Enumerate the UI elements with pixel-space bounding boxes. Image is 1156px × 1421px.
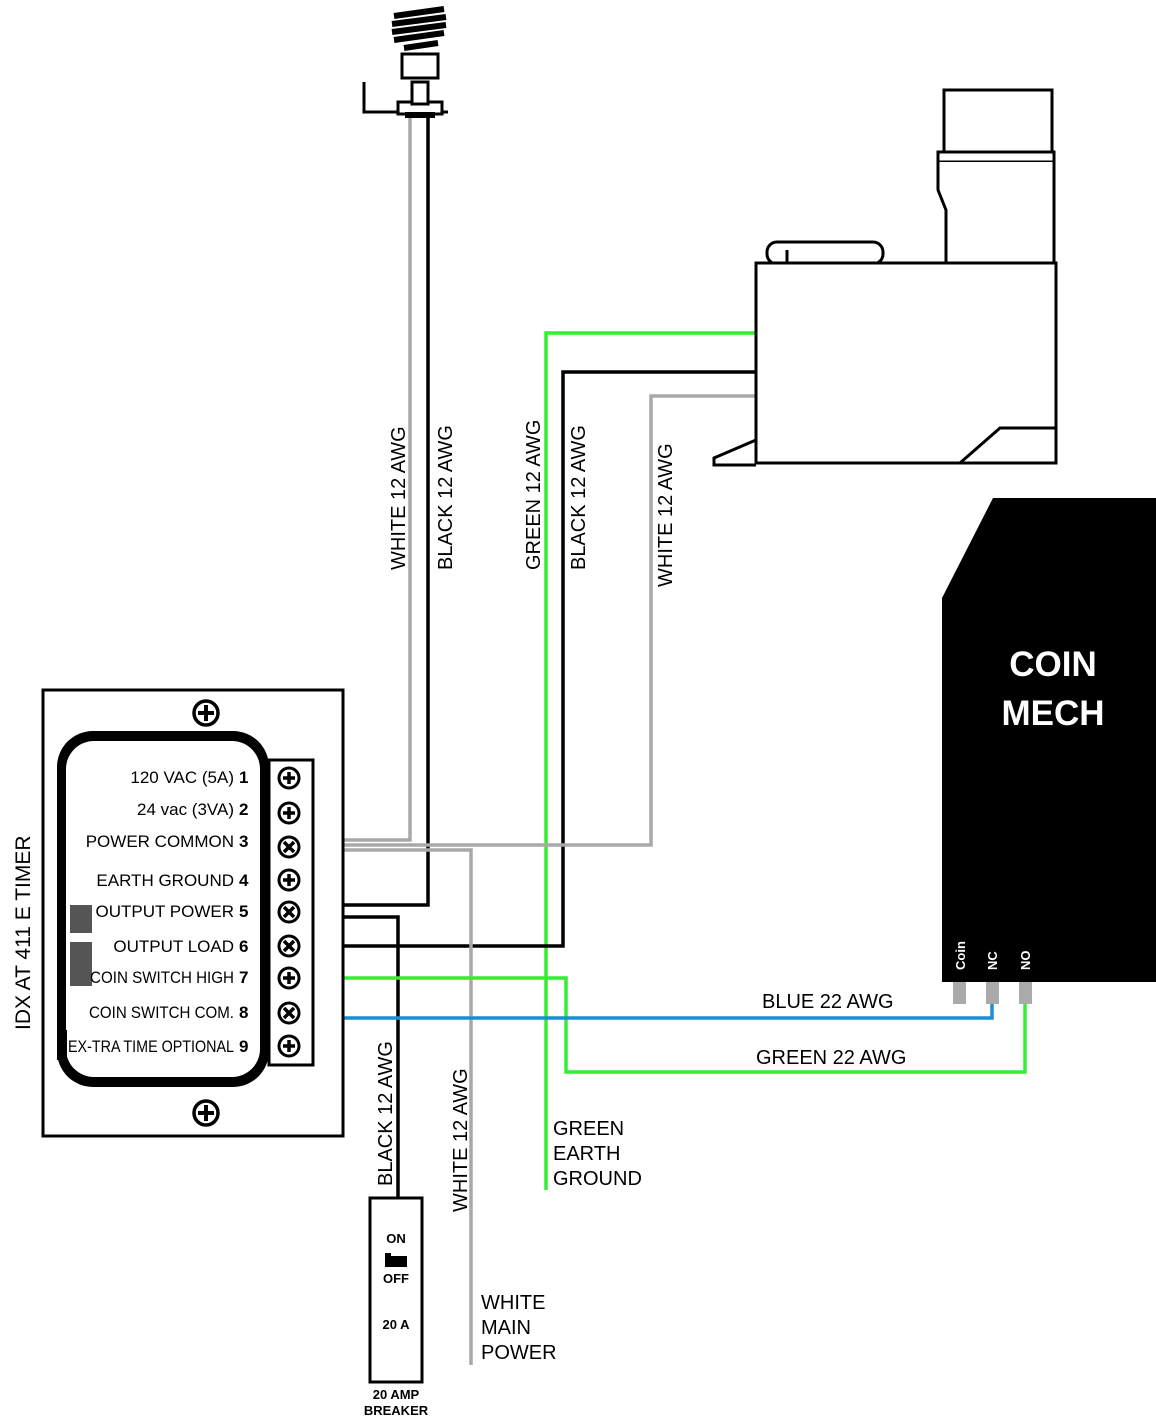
coin-mech-pin-coin: Coin	[953, 941, 968, 970]
coin-mech-title-1: COIN	[1009, 645, 1097, 684]
coin-mech-title-2: MECH	[1001, 694, 1104, 733]
terminal-1-num: 1	[239, 768, 248, 787]
ground-label-2: EARTH	[553, 1143, 620, 1165]
terminal-4-num: 4	[239, 871, 249, 890]
main-power-label-1: WHITE	[481, 1292, 545, 1314]
green-22-label: GREEN 22 AWG	[756, 1047, 906, 1069]
terminal-7-num: 7	[239, 968, 248, 987]
terminal-6-num: 6	[239, 937, 248, 956]
load-black-label: BLACK 12 AWG	[568, 425, 590, 570]
terminal-8-label: COIN SWITCH COM.	[89, 1003, 234, 1022]
timer-mount-screw-top	[192, 699, 220, 727]
main-power-label-2: MAIN	[481, 1317, 531, 1339]
terminal-5-label: OUTPUT POWER	[95, 902, 234, 921]
breaker-caption-2: BREAKER	[364, 1403, 429, 1418]
breaker-caption-1: 20 AMP	[373, 1387, 420, 1402]
green-22-wire	[300, 976, 1027, 1074]
terminal-2-num: 2	[239, 800, 248, 819]
terminal-screw-icons	[277, 766, 301, 1058]
load-green-label: GREEN 12 AWG	[523, 420, 545, 570]
terminal-7-label: COIN SWITCH HIGH	[90, 968, 234, 987]
terminal-5-num: 5	[239, 902, 248, 921]
load-white-label: WHITE 12 AWG	[655, 443, 677, 587]
main-white-label: WHITE 12 AWG	[450, 1068, 472, 1212]
coin-mech	[942, 498, 1156, 1004]
terminal-9-num: 9	[239, 1037, 248, 1056]
load-device-icon	[712, 88, 1058, 467]
main-white-wire	[300, 848, 473, 1365]
breaker-icon	[368, 1196, 424, 1384]
terminal-3-num: 3	[239, 832, 248, 851]
ground-label-1: GREEN	[553, 1118, 624, 1140]
load-white-wire	[300, 394, 756, 847]
ground-label-3: GROUND	[553, 1168, 642, 1190]
lamp-white-label: WHITE 12 AWG	[388, 426, 410, 570]
blue-22-label: BLUE 22 AWG	[762, 991, 894, 1013]
load-green-wire	[544, 331, 756, 1190]
terminal-3-label: POWER COMMON	[86, 832, 234, 851]
breaker-rating: 20 A	[383, 1317, 411, 1332]
load-black-wire	[300, 370, 756, 948]
blue-22-wire	[300, 1002, 994, 1020]
timer-frame-edge	[57, 1030, 67, 1060]
breaker-black-label: BLACK 12 AWG	[375, 1041, 397, 1186]
timer-title: IDX AT 411 E TIMER	[12, 835, 35, 1030]
terminal-8-num: 8	[239, 1003, 248, 1022]
coin-mech-pin-nc: NC	[985, 951, 1000, 970]
lamp-black-label: BLACK 12 AWG	[435, 425, 457, 570]
terminal-2-label: 24 vac (3VA)	[137, 800, 234, 819]
terminal-4-label: EARTH GROUND	[96, 871, 234, 890]
breaker-off-label: OFF	[383, 1271, 409, 1286]
timer-mount-screw-bottom	[192, 1099, 220, 1127]
lamp-icon	[362, 6, 448, 118]
coin-mech-pin-no: NO	[1018, 951, 1033, 971]
terminal-9-label: EX-TRA TIME OPTIONAL	[68, 1037, 234, 1056]
terminal-6-label: OUTPUT LOAD	[113, 937, 234, 956]
breaker-on-label: ON	[386, 1231, 406, 1246]
terminal-1-label: 120 VAC (5A)	[130, 768, 234, 787]
timer-box	[41, 688, 345, 1138]
main-power-label-3: POWER	[481, 1342, 557, 1364]
